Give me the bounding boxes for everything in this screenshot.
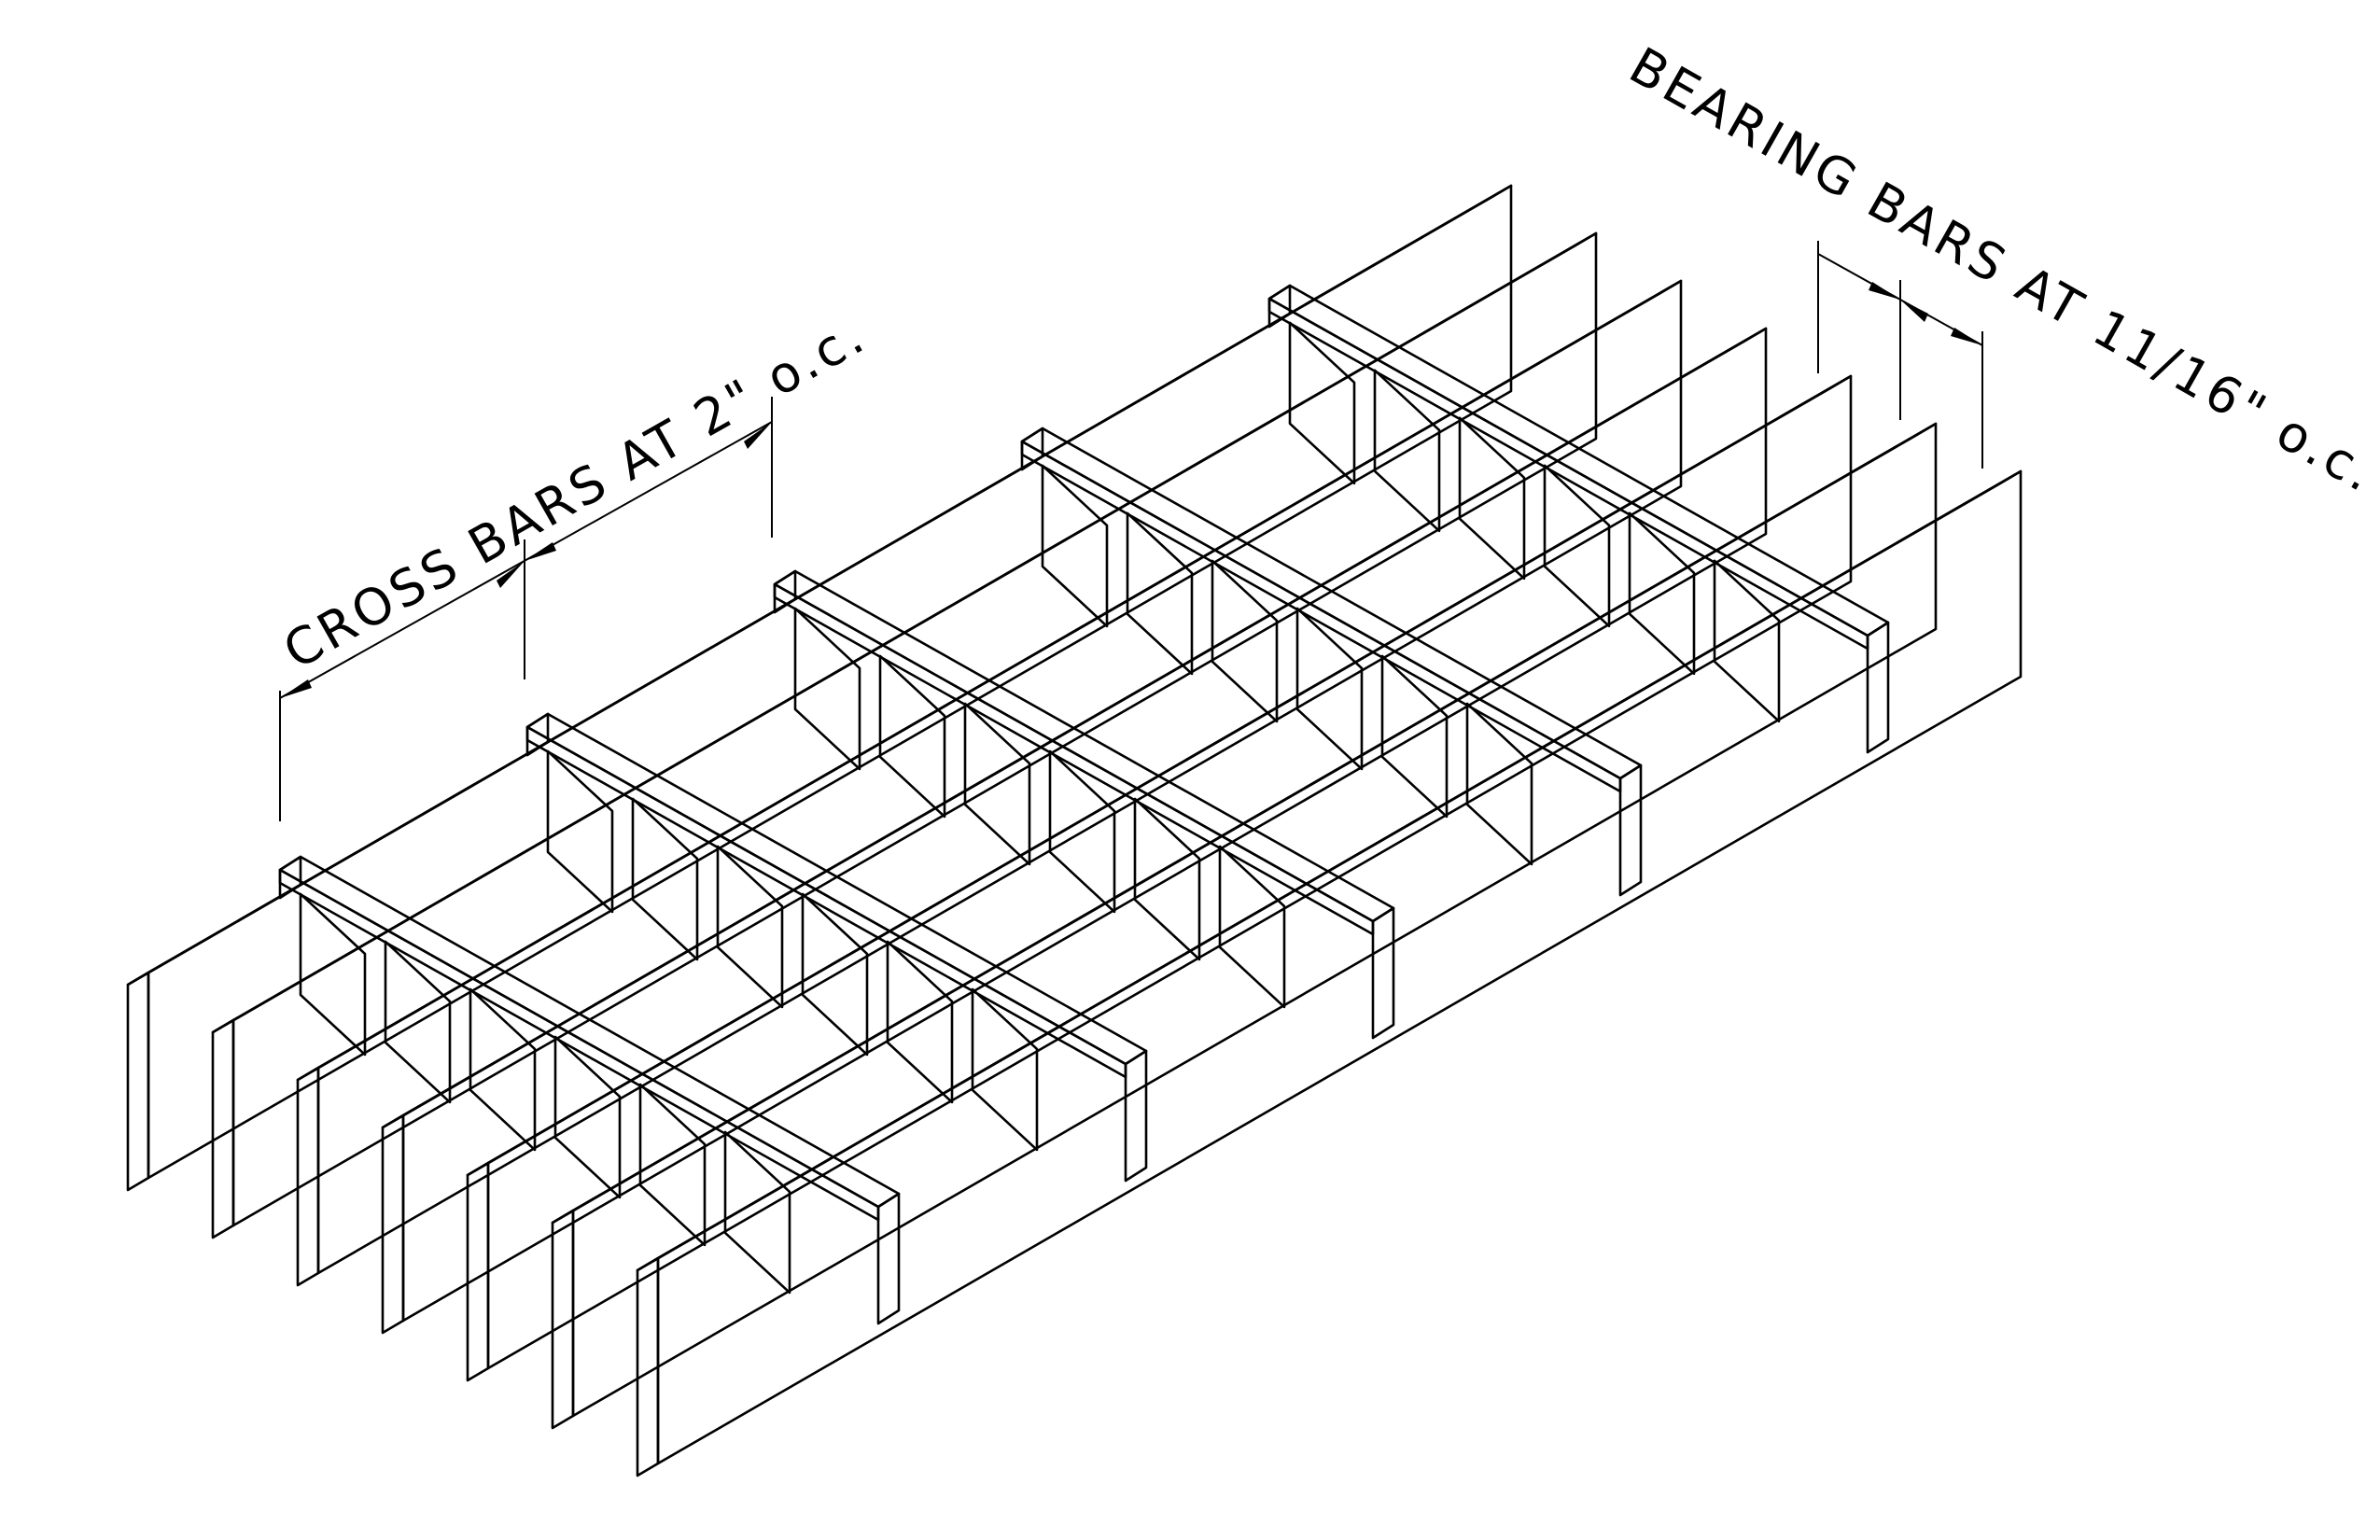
cross-bars-spacing-label: CROSS BARS AT 2" o.c.	[273, 305, 875, 680]
bearing-bars	[126, 184, 2023, 1477]
cross-bar-side-hatch	[971, 987, 1039, 1152]
cross-bar-side-hatch	[1713, 559, 1781, 723]
cross-bar-left-end	[1020, 427, 1044, 471]
cross-bar-left-end	[773, 569, 797, 614]
dimension-arrow	[497, 561, 525, 588]
cross-bar-front	[773, 582, 1375, 936]
cross-bar-side-hatch	[1041, 464, 1109, 628]
cross-bar-side-hatch	[1628, 511, 1696, 676]
cross-bar-front	[1267, 297, 1869, 651]
cross-bar-side-hatch	[801, 892, 869, 1057]
cross-bar-hatch-layer	[299, 321, 1781, 1295]
cross-bar-spacing-dimension	[279, 397, 773, 821]
cross-bar-end	[1618, 763, 1643, 897]
dimension-arrow	[1869, 282, 1900, 300]
cross-bar-side-hatch	[1373, 369, 1441, 533]
bearing-bar-end	[211, 1018, 235, 1239]
cross-bar-side-hatch	[631, 797, 699, 961]
cross-bar-end	[1371, 906, 1395, 1040]
cross-bar-side-hatch	[793, 607, 861, 771]
cross-bar-side-hatch	[1458, 416, 1526, 581]
bearing-bar-end	[381, 1113, 405, 1335]
cross-bar-top	[1267, 284, 1890, 637]
bearing-bar-end	[636, 1256, 660, 1477]
cross-bar-side-hatch	[553, 1035, 622, 1199]
cross-bar-end	[876, 1192, 901, 1325]
cross-bar-side-hatch	[469, 987, 537, 1152]
cross-bar-side-hatch	[384, 940, 452, 1104]
cross-bar-side-hatch	[1126, 511, 1194, 676]
cross-bar-front	[278, 868, 880, 1222]
bearing-bar-end	[466, 1161, 490, 1382]
dimension-arrow	[744, 422, 772, 449]
cross-bar-top	[525, 712, 1148, 1066]
cross-bar-side-hatch	[963, 702, 1031, 866]
cross-bar-top	[278, 855, 901, 1209]
bearing-bar-side	[231, 231, 1598, 1227]
dimension-arrow	[280, 679, 312, 698]
bearing-bar-end	[296, 1066, 320, 1287]
cross-bar-left-end	[278, 855, 302, 900]
bearing-bar-spacing-dimension	[1817, 241, 1983, 469]
cross-bar-side-hatch	[1295, 607, 1364, 771]
cross-bar-side-hatch	[1543, 464, 1611, 628]
cross-bar-left-end	[525, 712, 550, 757]
bearing-bar-end	[126, 971, 150, 1192]
cross-bar-side-hatch	[1380, 654, 1449, 819]
cross-bar-top	[1020, 427, 1643, 780]
cross-bar-front	[1020, 440, 1622, 793]
dimension-arrow	[525, 542, 556, 561]
cross-bar-side-hatch	[886, 940, 954, 1104]
cross-bar-side-hatch	[1048, 749, 1116, 914]
cross-bar-end	[1866, 621, 1890, 754]
cross-bar-side-hatch	[1288, 321, 1356, 485]
cross-bar-side-hatch	[638, 1083, 707, 1247]
cross-bar-side-hatch	[299, 892, 367, 1057]
cross-bar-side-hatch	[878, 654, 946, 819]
dimension-arrow	[1900, 300, 1928, 322]
cross-bar-side-hatch	[723, 1130, 791, 1295]
cross-bars	[278, 284, 1890, 1325]
cross-bar-top	[773, 569, 1395, 923]
dimension-arrow	[1951, 328, 1982, 345]
cross-bar-front	[525, 725, 1127, 1079]
cross-bar-left-end	[1267, 284, 1292, 329]
bearing-bars-spacing-label: BEARING BARS AT 11/16" o.c.	[1620, 35, 2380, 504]
cross-bar-side-hatch	[1218, 845, 1286, 1009]
cross-bar-side-hatch	[716, 845, 784, 1009]
cross-bar-side-hatch	[1211, 559, 1279, 723]
cross-bar-side-hatch	[546, 749, 614, 914]
cross-bar-side-hatch	[1465, 702, 1533, 866]
cross-bar-end	[1124, 1049, 1148, 1183]
cross-bar-side-hatch	[1133, 797, 1201, 961]
bearing-bar-end	[551, 1209, 575, 1430]
